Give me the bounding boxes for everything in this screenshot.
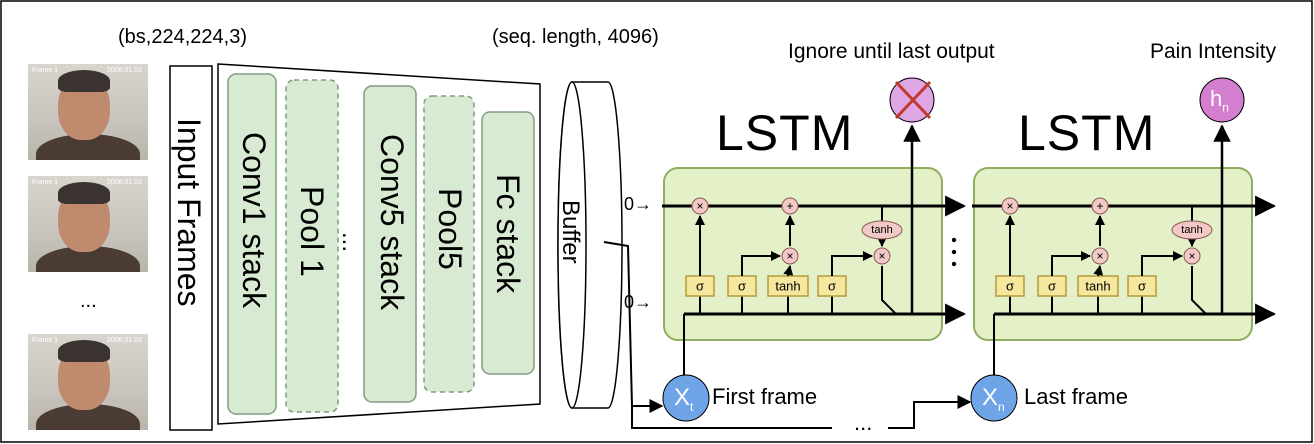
face-frame-image: Frame 1 2006.01.01 — [28, 176, 148, 272]
lstm-vertical-ellipsis — [951, 237, 957, 267]
frame-label: Frame 1 — [32, 179, 59, 186]
buffer-to-xt-arrow — [603, 241, 664, 413]
input-gate-arrow — [1051, 251, 1091, 276]
conv1-layer — [227, 73, 277, 415]
lstm-cell-body — [973, 167, 1253, 341]
pointwise-op-symbol: × — [786, 249, 793, 263]
lstm-cell-body — [663, 167, 943, 341]
last-frame-label: Last frame — [1024, 384, 1128, 409]
tanh-op-label: tanh — [1181, 224, 1202, 236]
gate-label: tanh — [1085, 279, 1110, 294]
conv5-layer — [363, 85, 417, 403]
hn-output-node — [1199, 77, 1245, 123]
buffer-to-bottom-line — [631, 406, 832, 429]
gate-label: σ — [738, 279, 746, 294]
lstm-cell-1: σ σ tanh σ × + × × tanh — [662, 124, 967, 376]
pointwise-op-symbol: × — [1006, 199, 1013, 213]
lstm-title-1: LSTM — [716, 105, 854, 161]
gate-label: tanh — [775, 279, 800, 294]
pointwise-op — [781, 197, 799, 215]
xn-node — [970, 374, 1018, 422]
frame-date: 2006.01.01 — [106, 67, 142, 74]
candidate-arrow — [1093, 265, 1104, 277]
first-frame-label: First frame — [712, 384, 818, 409]
gate-label: σ — [696, 279, 704, 294]
lstm-title-2: LSTM — [1018, 105, 1156, 161]
buffer-label: Buffer — [557, 200, 584, 264]
candidate-arrow — [783, 265, 794, 277]
ignore-label: Ignore until last output — [788, 40, 995, 63]
frame-date: 2006.01.01 — [106, 179, 142, 186]
input-frames-box — [169, 65, 213, 431]
hidden-out-line — [1191, 266, 1207, 315]
frame-label: Frame 1 — [32, 67, 59, 74]
pointwise-op — [1001, 197, 1019, 215]
frame-date: 2006.01.01 — [106, 337, 142, 344]
bottom-ellipsis: ... — [854, 410, 873, 435]
output-gate-arrow — [1141, 251, 1183, 276]
conv1-label: Conv1 stack — [236, 132, 272, 309]
gate-label: σ — [1048, 279, 1056, 294]
conv5-label: Conv5 stack — [374, 134, 410, 311]
pointwise-op-symbol: + — [1096, 199, 1103, 213]
frame-label: Frame 1 — [32, 337, 59, 344]
input-frames-label: Input Frames — [171, 118, 207, 307]
gate-label: σ — [1006, 279, 1014, 294]
cnn-ellipsis: ... — [337, 232, 364, 253]
pool5-layer — [423, 95, 475, 393]
initial-cell-state-label: 0→ — [624, 194, 653, 214]
hn-letter: hn — [1210, 86, 1229, 115]
tanh-op — [1171, 220, 1213, 240]
gate-label: σ — [1138, 279, 1146, 294]
lstm-cell-2: σ σ tanh σ × + × × tanh — [972, 124, 1277, 376]
fc-label: Fc stack — [490, 174, 526, 294]
initial-hidden-state-label: 0→ — [624, 292, 653, 312]
pool1-label: Pool 1 — [294, 186, 330, 277]
output-gate-arrow — [831, 251, 873, 276]
pointwise-op — [1183, 247, 1201, 265]
pointwise-op-symbol: + — [786, 199, 793, 213]
xt-letter: Xt — [674, 384, 694, 414]
pointwise-op-symbol: × — [1188, 249, 1195, 263]
xn-letter: Xn — [982, 384, 1005, 414]
buffer-cylinder-face — [557, 81, 587, 409]
face-frame-image: Frame 1 2006.01.01 — [28, 64, 148, 160]
pointwise-op — [1091, 197, 1109, 215]
pointwise-op — [873, 247, 891, 265]
input-gate-arrow — [741, 251, 781, 276]
gate-label: σ — [828, 279, 836, 294]
frames-ellipsis: ... — [80, 290, 97, 312]
pointwise-op-symbol: × — [696, 199, 703, 213]
cross-icon — [894, 80, 932, 120]
pointwise-op — [781, 247, 799, 265]
tanh-op-label: tanh — [871, 224, 892, 236]
seq-shape-label: (seq. length, 4096) — [492, 26, 659, 48]
xt-node — [662, 374, 710, 422]
pointwise-op-symbol: × — [878, 249, 885, 263]
pain-intensity-label: Pain Intensity — [1150, 40, 1277, 63]
pool1-layer — [285, 79, 339, 413]
fc-layer — [481, 111, 535, 375]
pointwise-op-symbol: × — [1096, 249, 1103, 263]
face-frame-image: Frame 1 2006.01.01 — [28, 334, 148, 430]
bottom-to-xn-arrow — [888, 395, 972, 429]
tanh-op — [861, 220, 903, 240]
input-shape-label: (bs,224,224,3) — [118, 26, 247, 48]
hidden-out-line — [881, 266, 897, 315]
pool5-label: Pool5 — [432, 188, 468, 270]
pointwise-op — [1091, 247, 1109, 265]
pointwise-op — [691, 197, 709, 215]
